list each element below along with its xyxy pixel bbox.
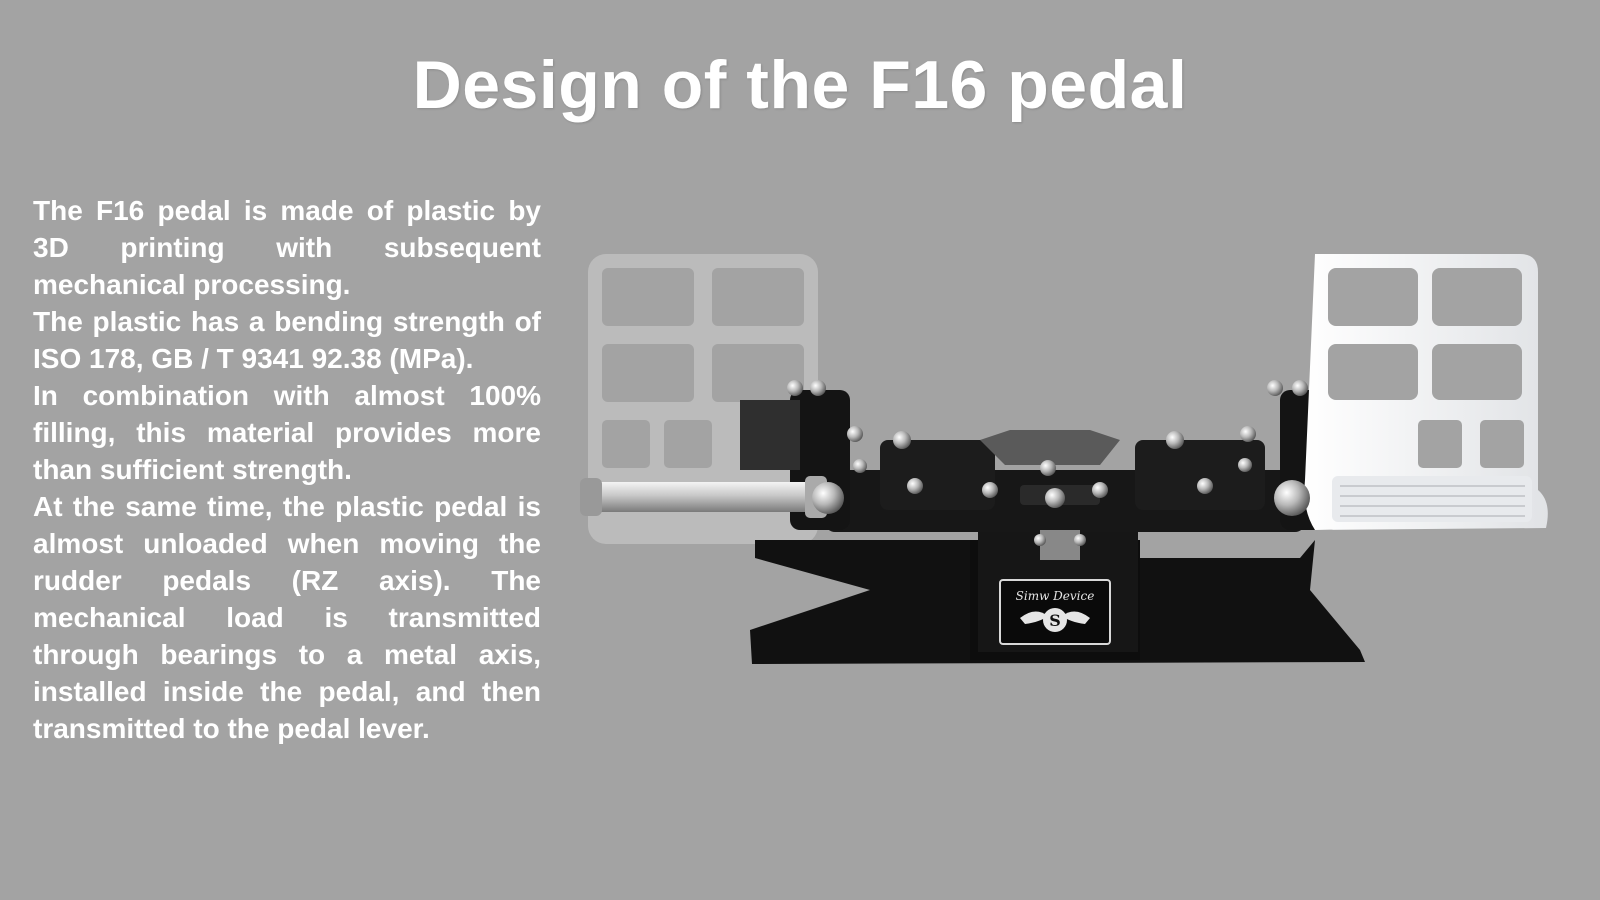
pedal-render: Simw Device S <box>580 240 1590 700</box>
badge-text: Simw Device <box>1016 589 1095 603</box>
slide-title: Design of the F16 pedal <box>412 47 1188 123</box>
paragraph-material: The F16 pedal is made of plastic by 3D p… <box>33 195 541 300</box>
metal-axis-rod <box>580 476 827 518</box>
paragraph-filling: In combination with almost 100% filling,… <box>33 380 541 485</box>
badge-letter: S <box>1049 611 1061 630</box>
description-text: The F16 pedal is made of plastic by 3D p… <box>33 192 541 747</box>
left-pedal-ghost <box>588 254 818 544</box>
paragraph-load: At the same time, the plastic pedal is a… <box>33 491 541 744</box>
paragraph-strength: The plastic has a bending strength of IS… <box>33 306 541 374</box>
right-pedal <box>1304 254 1548 530</box>
bolts <box>787 380 1310 546</box>
